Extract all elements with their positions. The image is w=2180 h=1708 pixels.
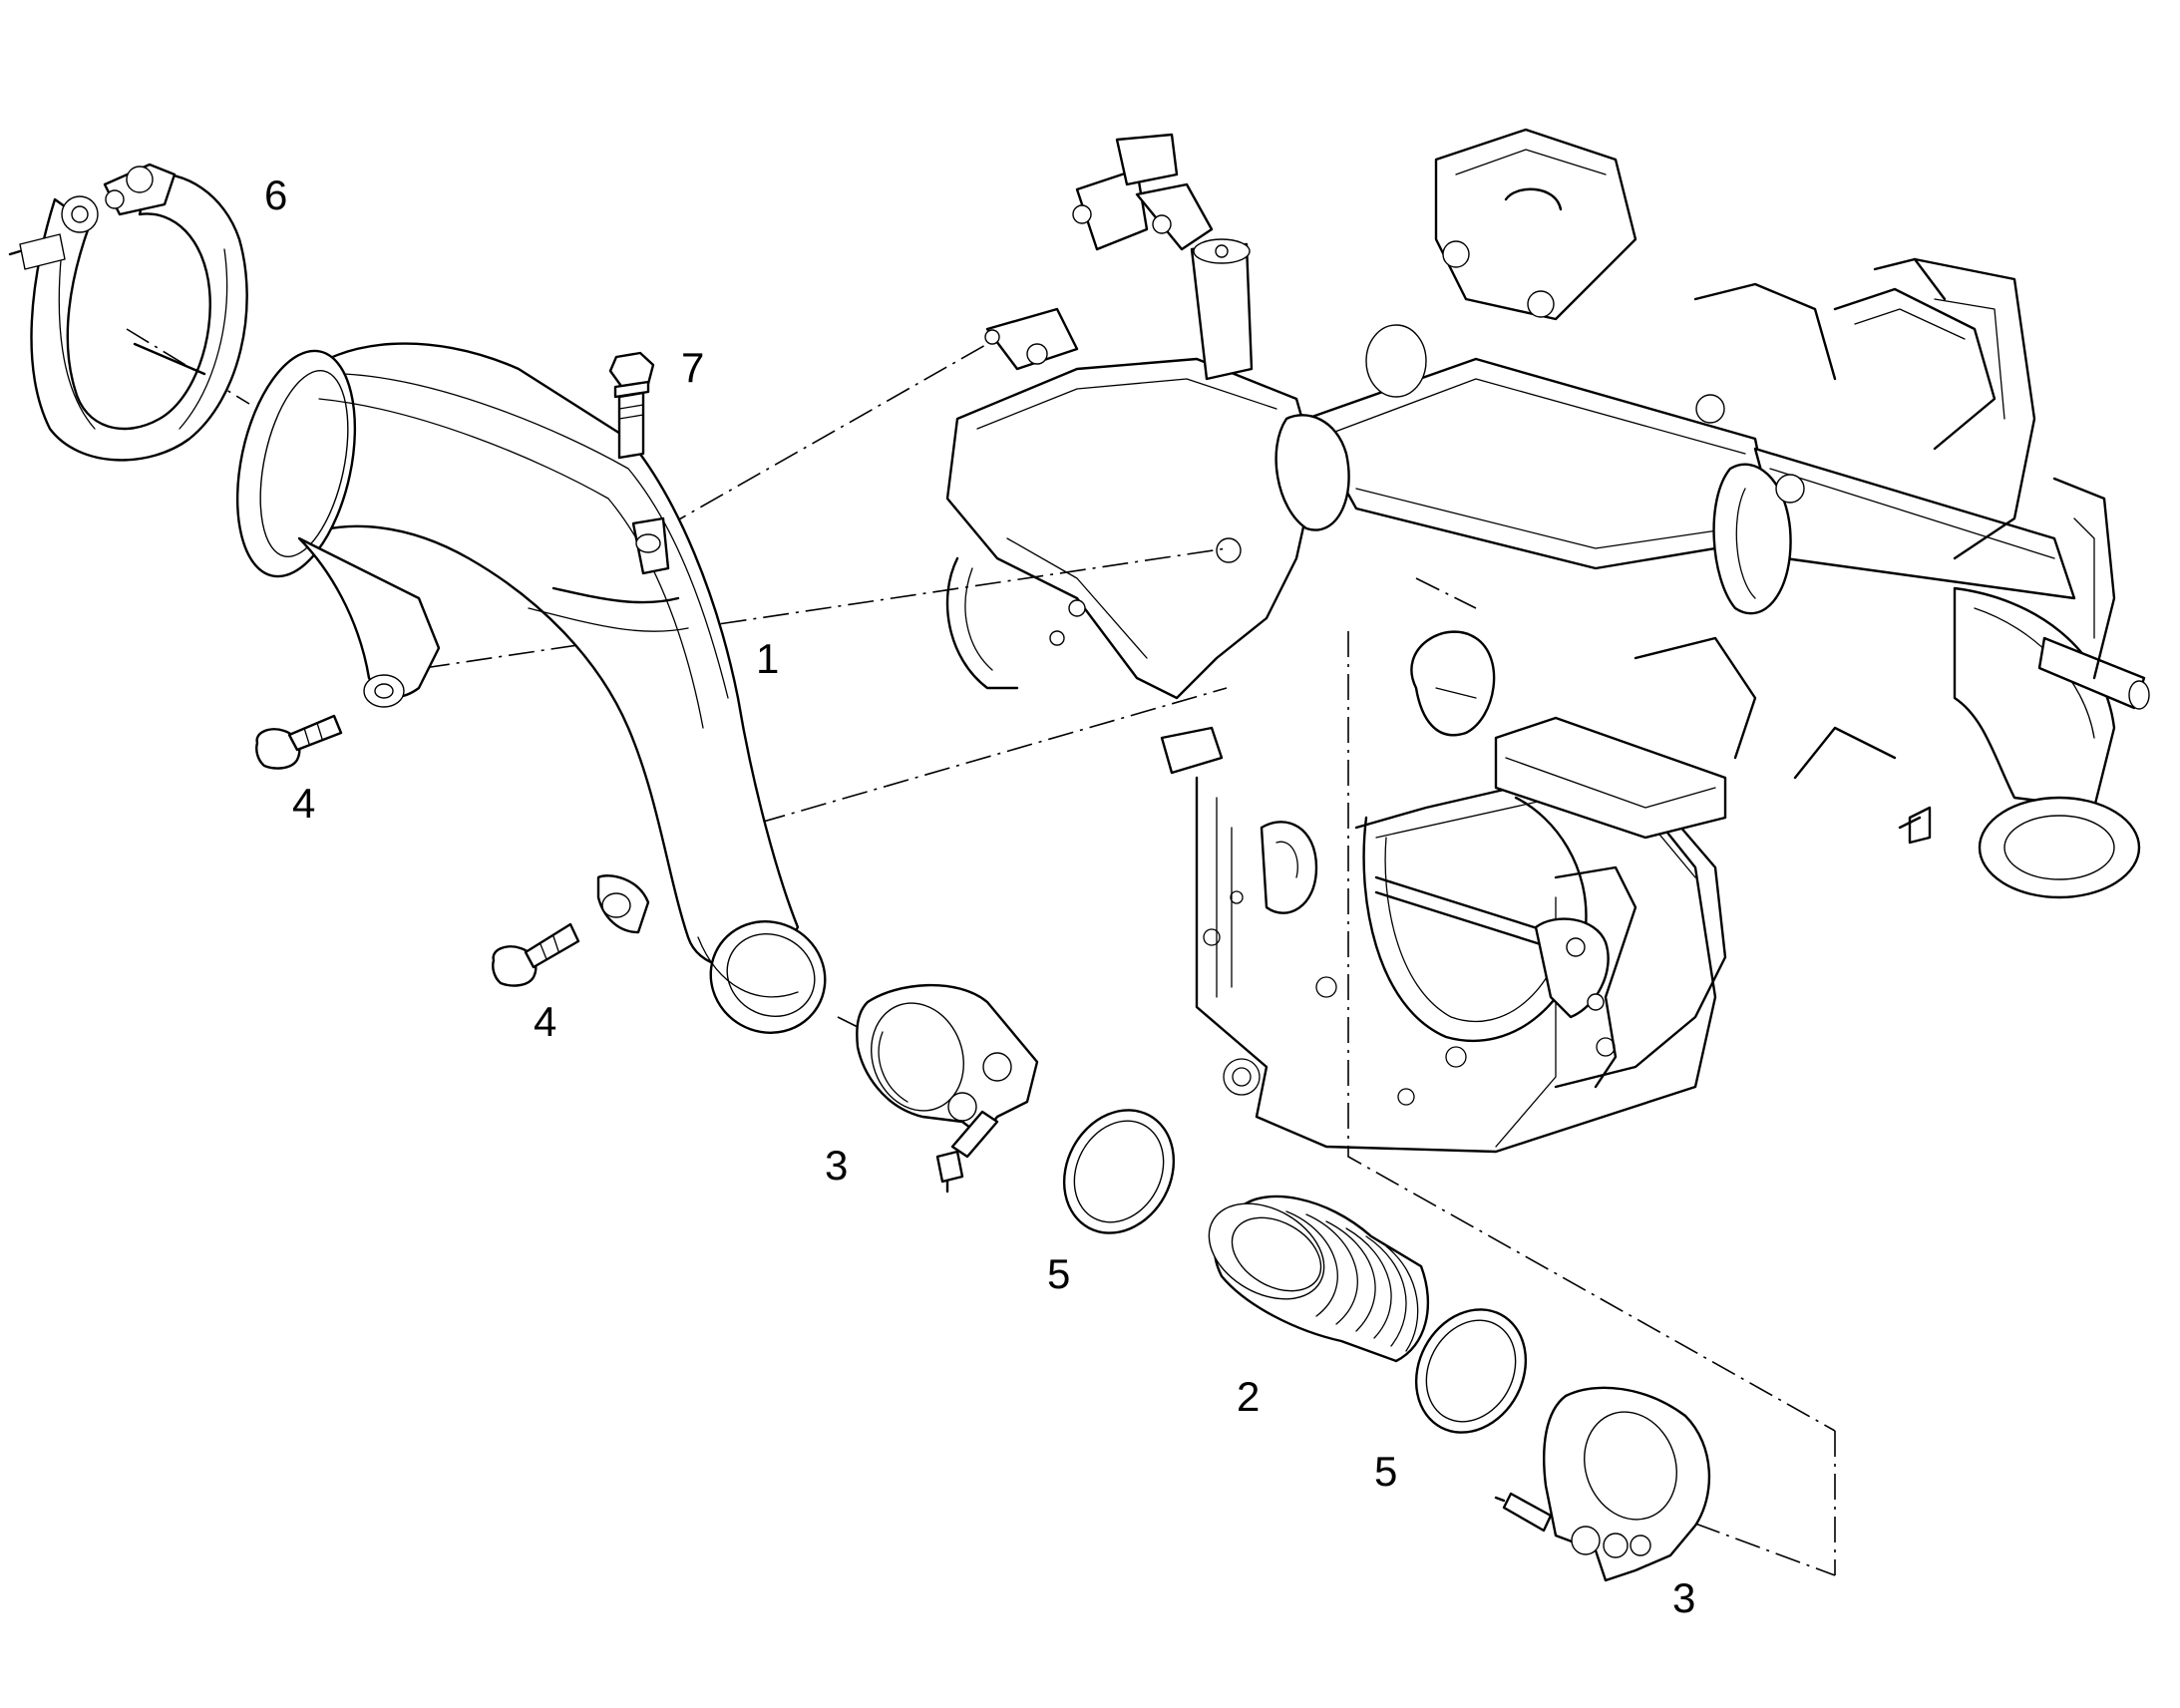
- engine-assembly: [945, 128, 2150, 1154]
- part-2-bellows-hose: [1208, 1195, 1429, 1363]
- callout-part-3-lower: 3: [1672, 1574, 1696, 1621]
- part-4-bolt-lower: [492, 922, 580, 987]
- callout-part-5-upper: 5: [1047, 1250, 1071, 1297]
- callout-part-6: 6: [264, 171, 288, 218]
- part-5-seal-upper: [1062, 1109, 1176, 1234]
- part-4-bolt-upper: [255, 714, 343, 770]
- part-3-clamp-lower: [1494, 1386, 1711, 1582]
- part-3-clamp-upper: [856, 983, 1039, 1194]
- callout-part-4-lower: 4: [534, 998, 557, 1045]
- callout-part-3-upper: 3: [825, 1142, 849, 1189]
- callout-part-4-upper: 4: [292, 780, 316, 827]
- part-7-bolt: [608, 351, 655, 460]
- part-5-seal-lower: [1414, 1308, 1528, 1434]
- callout-part-1: 1: [756, 635, 780, 682]
- callout-part-2: 2: [1237, 1373, 1261, 1420]
- part-1-intake-pipe: [235, 342, 827, 1034]
- part-6-vband-clamp: [8, 163, 248, 462]
- callout-part-7: 7: [681, 344, 705, 391]
- callout-part-5-lower: 5: [1374, 1448, 1398, 1495]
